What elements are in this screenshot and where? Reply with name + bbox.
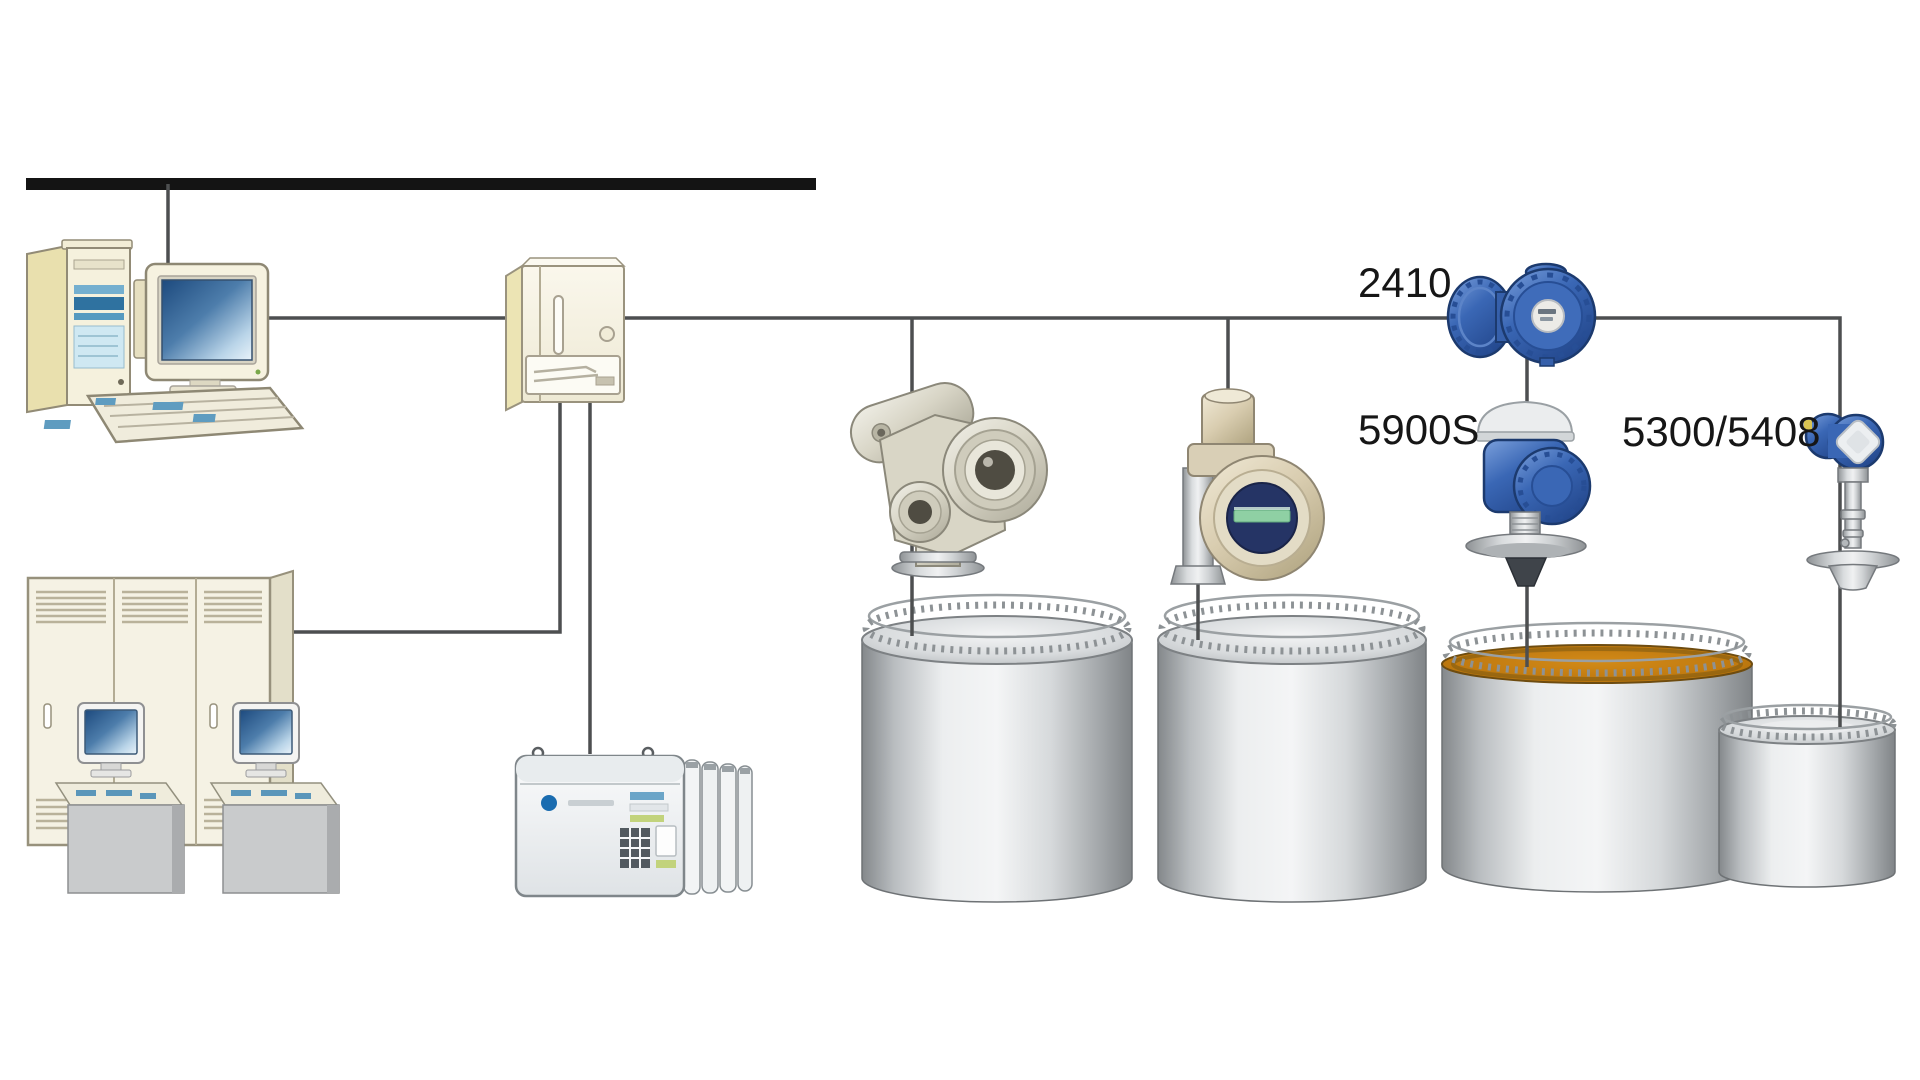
mechanical-level-gauge-icon [1170, 388, 1325, 585]
junction-box-knob [599, 326, 615, 342]
servo-tank-gauge-icon [850, 382, 1048, 578]
plant-network-bus-line [26, 178, 816, 190]
transmitter-antenna-cone [1827, 563, 1879, 591]
storage-tank-1-icon [861, 593, 1133, 903]
radar-gauge-5900s-icon [1465, 400, 1592, 587]
wire-junction-to-cabinet [294, 400, 562, 634]
hub-display [1531, 299, 1565, 333]
monitor-screen [161, 279, 253, 361]
tank1-railing [867, 593, 1127, 639]
computer-keyboard [43, 386, 305, 444]
crt-monitor [133, 262, 270, 396]
servo-gauge-lens [975, 450, 1015, 490]
tank3-product-surface [1441, 644, 1753, 684]
gauge-level-bar [1233, 509, 1291, 523]
wire-main-fieldbus [266, 316, 1842, 727]
tank2-railing [1163, 593, 1421, 639]
storage-tank-2-icon [1157, 593, 1427, 903]
plc-terminal-block [620, 828, 650, 868]
tank4-railing [1721, 703, 1893, 731]
system-hub-junction-box-icon [505, 257, 626, 412]
radar-dome-cap [1476, 400, 1574, 435]
open-top-tank-3-icon [1441, 621, 1753, 893]
small-tank-4-icon [1717, 703, 1897, 888]
plc-expansion-modules [683, 759, 753, 895]
plc-icon [514, 746, 753, 898]
host-computer-icon [26, 239, 305, 444]
label-2410: 2410 [1358, 259, 1451, 306]
plc-logo-dot [541, 795, 557, 811]
label-5300-5408: 5300/5408 [1622, 408, 1821, 455]
cabinet-door-handle [209, 703, 218, 729]
junction-box-indicator [553, 295, 564, 355]
tank3-railing [1448, 621, 1746, 663]
cabinet-door-handle [43, 703, 52, 729]
tank-hub-2410-icon [1446, 262, 1597, 367]
cabinet-vents-top [36, 590, 262, 624]
radar-antenna-cone [1504, 557, 1548, 587]
label-5900s: 5900S [1358, 406, 1479, 453]
level-transmitter-5300-5408-icon [1804, 412, 1900, 591]
computer-tower [26, 239, 133, 414]
